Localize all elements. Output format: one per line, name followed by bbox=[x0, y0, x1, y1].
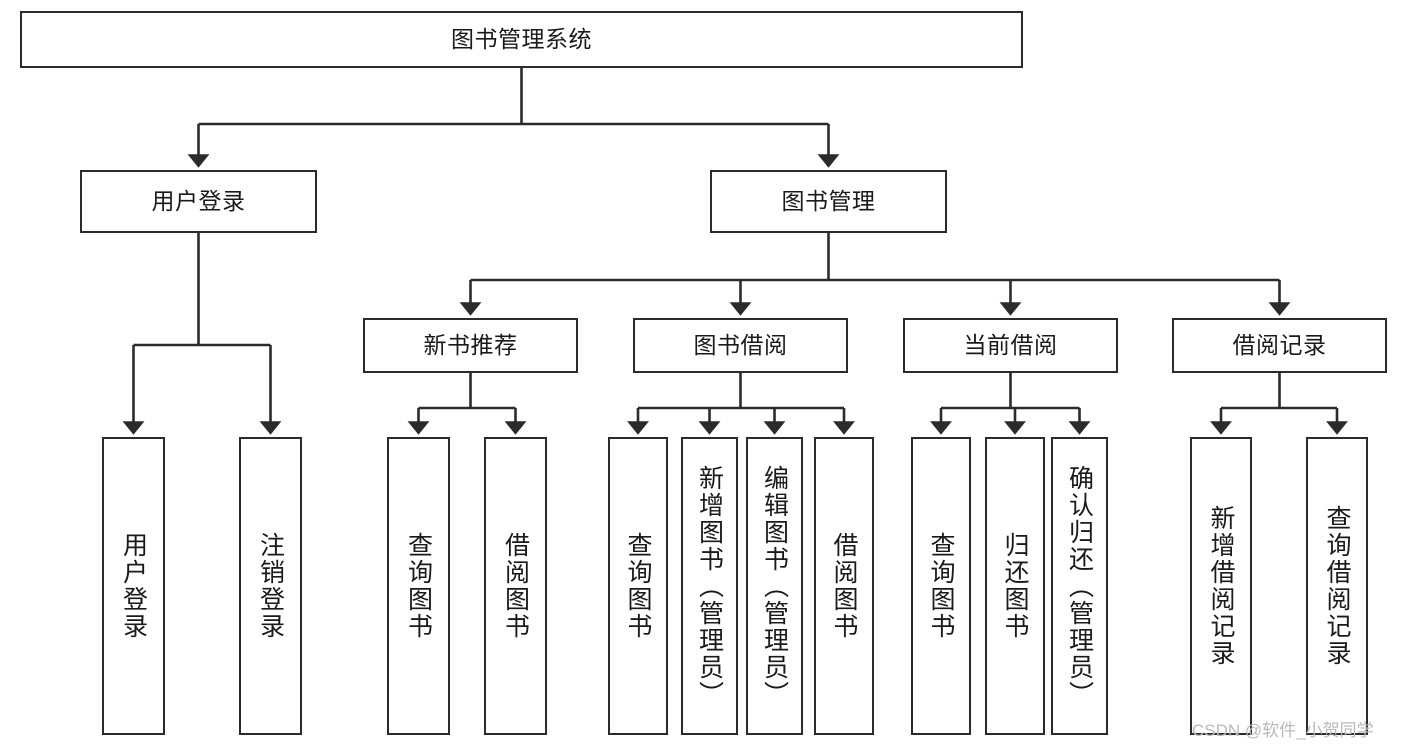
leaf-recommend-borrow-book[interactable]: 借阅图书 bbox=[484, 437, 547, 735]
node-borrow-record-label: 借阅记录 bbox=[1232, 331, 1327, 358]
node-user-login-label: 用户登录 bbox=[151, 187, 246, 214]
leaf-borrow-query-book-label: 查询图书 bbox=[624, 532, 652, 640]
leaf-borrow-query-book[interactable]: 查询图书 bbox=[608, 437, 668, 735]
leaf-record-add[interactable]: 新增借阅记录 bbox=[1190, 437, 1252, 735]
leaf-borrow-edit-book-label: 编辑图书（管理员） bbox=[760, 464, 789, 708]
node-current-borrow[interactable]: 当前借阅 bbox=[903, 318, 1118, 373]
node-borrow-record[interactable]: 借阅记录 bbox=[1172, 318, 1387, 373]
leaf-borrow-borrow-book-label: 借阅图书 bbox=[830, 532, 858, 640]
leaf-record-query[interactable]: 查询借阅记录 bbox=[1306, 437, 1368, 735]
watermark-text: CSDN @软件_小贺同学 bbox=[1192, 721, 1374, 740]
node-book-borrow[interactable]: 图书借阅 bbox=[633, 318, 848, 373]
node-root[interactable]: 图书管理系统 bbox=[20, 11, 1023, 68]
leaf-borrow-borrow-book[interactable]: 借阅图书 bbox=[814, 437, 874, 735]
node-book-management[interactable]: 图书管理 bbox=[710, 170, 947, 233]
leaf-current-confirm-return[interactable]: 确认归还（管理员） bbox=[1051, 437, 1108, 735]
leaf-borrow-add-book-label: 新增图书（管理员） bbox=[695, 464, 724, 708]
leaf-current-confirm-return-label: 确认归还（管理员） bbox=[1065, 464, 1094, 708]
leaf-record-query-label: 查询借阅记录 bbox=[1323, 505, 1351, 667]
leaf-borrow-edit-book[interactable]: 编辑图书（管理员） bbox=[746, 437, 803, 735]
node-book-borrow-label: 图书借阅 bbox=[693, 331, 788, 358]
leaf-user-logout[interactable]: 注销登录 bbox=[239, 437, 302, 735]
node-current-borrow-label: 当前借阅 bbox=[963, 331, 1058, 358]
leaf-current-return-book-label: 归还图书 bbox=[1001, 532, 1029, 640]
node-new-book-recommend-label: 新书推荐 bbox=[423, 331, 518, 358]
leaf-user-login-label: 用户登录 bbox=[119, 532, 148, 640]
leaf-user-logout-label: 注销登录 bbox=[256, 532, 285, 640]
node-user-login[interactable]: 用户登录 bbox=[80, 170, 317, 233]
leaf-current-query-book-label: 查询图书 bbox=[927, 532, 955, 640]
leaf-recommend-borrow-book-label: 借阅图书 bbox=[501, 532, 530, 640]
leaf-current-return-book[interactable]: 归还图书 bbox=[985, 437, 1045, 735]
leaf-borrow-add-book[interactable]: 新增图书（管理员） bbox=[681, 437, 738, 735]
leaf-current-query-book[interactable]: 查询图书 bbox=[911, 437, 971, 735]
node-root-label: 图书管理系统 bbox=[451, 25, 592, 52]
leaf-recommend-query-book[interactable]: 查询图书 bbox=[387, 437, 450, 735]
leaf-user-login[interactable]: 用户登录 bbox=[102, 437, 165, 735]
leaf-record-add-label: 新增借阅记录 bbox=[1207, 505, 1235, 667]
leaf-recommend-query-book-label: 查询图书 bbox=[404, 532, 433, 640]
node-new-book-recommend[interactable]: 新书推荐 bbox=[363, 318, 578, 373]
node-book-management-label: 图书管理 bbox=[781, 187, 876, 214]
